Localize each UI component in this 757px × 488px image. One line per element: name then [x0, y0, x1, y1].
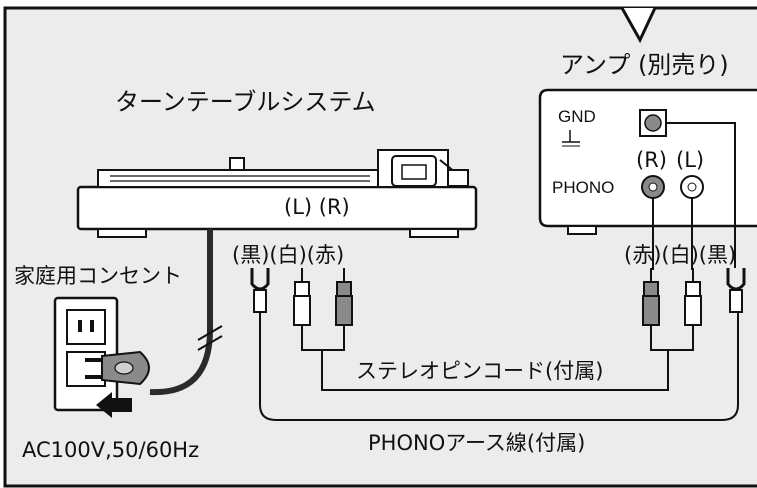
outlet-label: 家庭用コンセント	[14, 264, 182, 288]
turntable-system-label: ターンテーブルシステム	[115, 88, 376, 116]
pointer-notch	[620, 7, 657, 44]
amp-phono-label: PHONO	[552, 178, 614, 197]
power-plug	[85, 350, 150, 386]
amp-l-label: (L)	[676, 148, 704, 172]
stereo-pin-cord	[301, 325, 694, 391]
turntable-lr-label: (L) (R)	[284, 195, 350, 219]
left-plug-set	[250, 268, 353, 326]
phono-ground-label: PHONOアース線(付属)	[368, 431, 585, 455]
stereo-cord-label: ステレオピンコード(付属)	[356, 359, 603, 383]
insert-arrow-icon	[96, 392, 132, 418]
turntable	[76, 149, 478, 238]
cable-break-mark	[197, 325, 223, 341]
power-spec-label: AC100V,50/60Hz	[22, 438, 199, 462]
left-plugs-label: (黒)(白)(赤)	[232, 243, 344, 267]
phono-ground-wire	[259, 312, 739, 421]
amp-r-label: (R)	[636, 148, 667, 172]
gnd-label: GND	[558, 107, 596, 126]
amp-label: アンプ (別売り)	[560, 51, 729, 79]
right-plug-set	[642, 268, 746, 326]
wall-outlet	[53, 296, 119, 412]
right-plugs-label: (赤)(白)(黒)	[624, 243, 736, 267]
